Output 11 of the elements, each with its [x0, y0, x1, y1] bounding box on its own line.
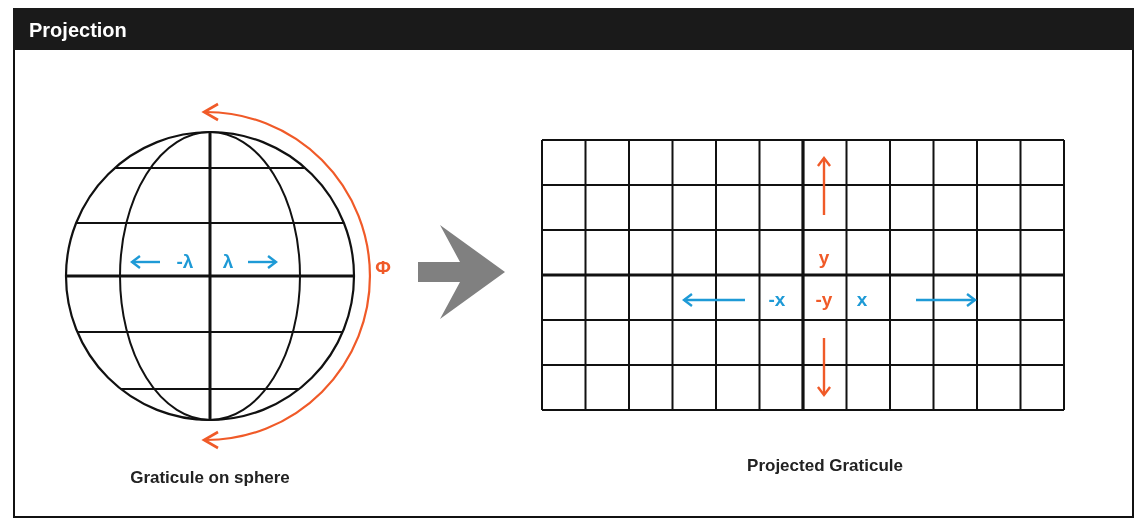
axis-symbol-label: Φ — [375, 258, 391, 278]
axis-symbol-label: λ — [222, 252, 234, 272]
arrow — [418, 225, 505, 319]
axis-symbol-label: -x — [768, 290, 786, 310]
axis-symbol-label: y — [818, 248, 830, 268]
axis-symbol-label: -y — [815, 290, 833, 310]
axis-symbol-label: -λ — [176, 252, 194, 272]
axis-symbol-label: x — [856, 290, 868, 310]
diagram-title: Projection — [29, 19, 127, 41]
figure-caption: Graticule on sphere — [130, 468, 290, 488]
figure-caption: Projected Graticule — [747, 456, 903, 476]
